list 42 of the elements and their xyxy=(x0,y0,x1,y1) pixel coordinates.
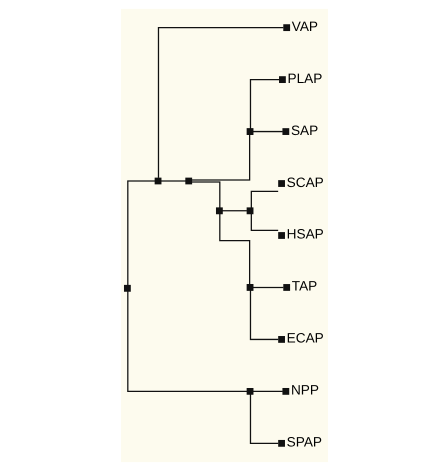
connector xyxy=(191,181,220,208)
connector xyxy=(126,180,155,286)
node-label: HSAP xyxy=(286,226,324,242)
connector xyxy=(192,134,250,181)
connector xyxy=(126,292,247,392)
connector xyxy=(249,394,278,444)
node-label: SCAP xyxy=(286,174,324,190)
connector xyxy=(160,180,185,182)
node-label: ECAP xyxy=(286,330,324,346)
connector xyxy=(157,27,283,178)
connector xyxy=(222,210,246,212)
node-box xyxy=(278,232,284,239)
connector xyxy=(249,290,278,340)
node-label: SAP xyxy=(290,122,318,138)
node-box xyxy=(282,284,290,291)
node-box xyxy=(215,207,222,214)
node-box xyxy=(154,178,161,184)
node-box xyxy=(246,388,253,395)
node-box xyxy=(246,284,253,291)
connector xyxy=(252,130,282,132)
node-box xyxy=(246,207,253,214)
node-label: PLAP xyxy=(287,70,322,86)
node-box xyxy=(278,76,286,84)
node-box xyxy=(282,388,289,395)
node-box xyxy=(282,24,290,32)
node-box xyxy=(278,440,284,447)
connector xyxy=(218,214,250,284)
node-box xyxy=(246,128,253,135)
node-box xyxy=(278,180,284,187)
connector xyxy=(252,286,283,288)
node-label: NPP xyxy=(290,382,318,398)
connector xyxy=(250,214,278,232)
node-box xyxy=(278,336,284,343)
node-box xyxy=(123,284,130,292)
connector xyxy=(252,390,282,392)
node-box xyxy=(282,128,289,135)
connector xyxy=(250,190,278,208)
node-box xyxy=(184,178,192,184)
connector xyxy=(249,78,279,128)
node-label: TAP xyxy=(291,278,317,294)
node-label: SPAP xyxy=(286,434,322,450)
node-label: VAP xyxy=(291,18,318,34)
